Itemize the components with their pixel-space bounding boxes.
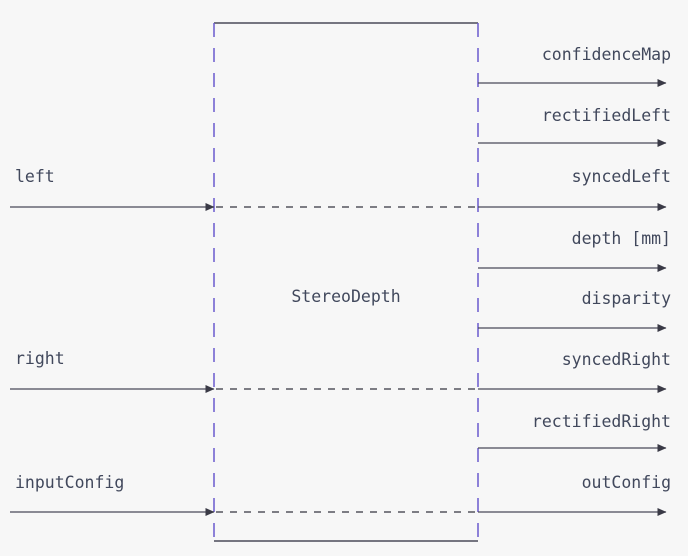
- input-port-left[interactable]: left: [10, 167, 215, 211]
- output-port-rectifiedright[interactable]: rectifiedRight: [478, 412, 671, 452]
- output-label-depth-mm-: depth [mm]: [572, 229, 671, 248]
- node-internal-dividers: [216, 206, 477, 513]
- output-port-rectifiedleft[interactable]: rectifiedLeft: [478, 106, 671, 147]
- input-label-left: left: [15, 167, 55, 186]
- output-ports: confidenceMap rectifiedLeft syncedLeft dept…: [478, 45, 671, 516]
- output-label-confidencemap: confidenceMap: [542, 45, 671, 64]
- input-label-inputconfig: inputConfig: [15, 473, 124, 492]
- output-port-depth-mm-[interactable]: depth [mm]: [478, 229, 671, 272]
- node-title-label: StereoDepth: [291, 287, 400, 306]
- output-label-outconfig: outConfig: [582, 473, 671, 492]
- output-label-syncedleft: syncedLeft: [572, 167, 671, 186]
- input-port-inputconfig[interactable]: inputConfig: [10, 473, 215, 516]
- output-port-confidencemap[interactable]: confidenceMap: [478, 45, 671, 87]
- output-port-outconfig[interactable]: outConfig: [478, 473, 671, 516]
- output-port-syncedright[interactable]: syncedRight: [478, 350, 671, 393]
- node-box: [213, 22, 479, 542]
- output-label-disparity: disparity: [582, 289, 671, 308]
- input-label-right: right: [15, 349, 65, 368]
- output-label-syncedright: syncedRight: [562, 350, 671, 369]
- input-ports: left right inputConfig: [10, 167, 215, 516]
- input-port-right[interactable]: right: [10, 349, 215, 393]
- output-port-disparity[interactable]: disparity: [478, 289, 671, 332]
- output-label-rectifiedleft: rectifiedLeft: [542, 106, 671, 125]
- output-label-rectifiedright: rectifiedRight: [532, 412, 671, 431]
- output-port-syncedleft[interactable]: syncedLeft: [478, 167, 671, 211]
